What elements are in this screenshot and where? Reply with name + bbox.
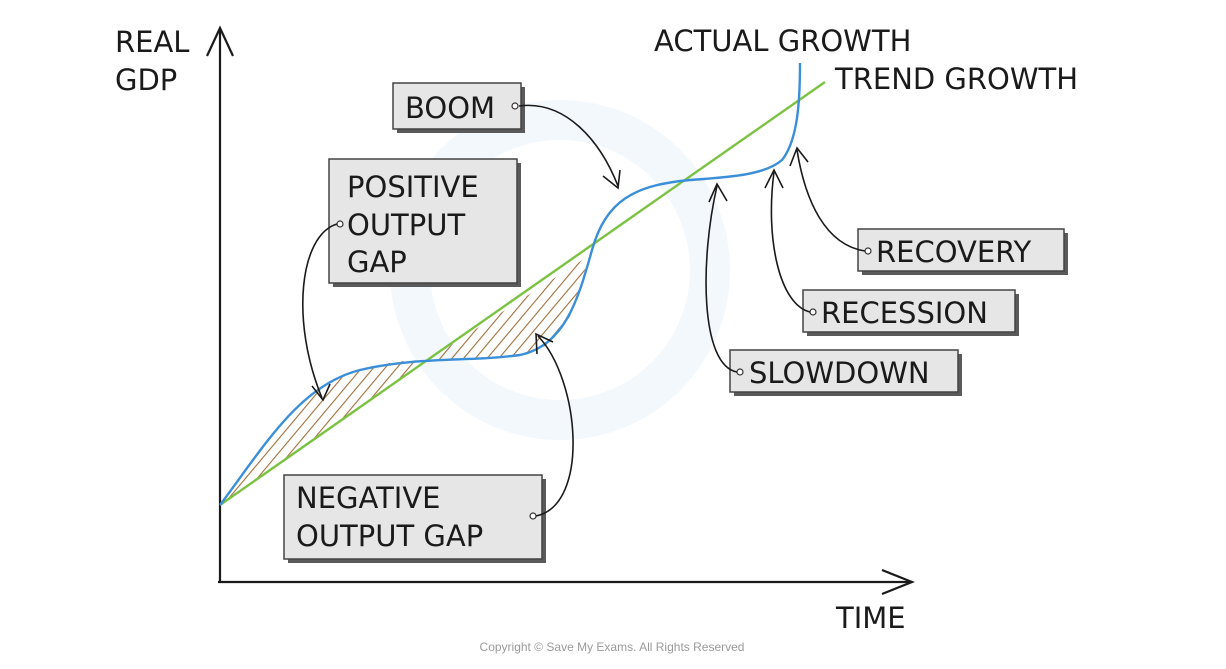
arrow-recession-head — [764, 168, 784, 189]
trend-growth-line — [219, 81, 826, 506]
negative-output-gap-area — [428, 255, 590, 360]
tag-slowdown-label: SLOWDOWN — [749, 356, 930, 390]
tag-recession-label: RECESSION — [821, 296, 988, 330]
tag-negative-line1: NEGATIVE — [296, 481, 441, 515]
copyright-text: Copyright © Save My Exams. All Rights Re… — [480, 640, 745, 654]
arrow-negative-gap-head — [535, 332, 554, 355]
actual-growth-label: ACTUAL GROWTH — [654, 24, 911, 58]
tag-negative-output-gap: NEGATIVE OUTPUT GAP — [283, 474, 546, 563]
arrow-recession — [770, 171, 811, 313]
y-axis-label-line2: GDP — [115, 63, 177, 97]
tag-slowdown: SLOWDOWN — [729, 349, 962, 396]
arrow-recovery — [796, 149, 866, 252]
x-axis — [218, 568, 915, 596]
arrow-negative-gap — [535, 335, 574, 517]
tag-positive-output-gap: POSITIVE OUTPUT GAP — [328, 158, 521, 287]
x-axis-label: TIME — [835, 601, 906, 635]
tag-recession: RECESSION — [802, 289, 1019, 336]
trend-growth-label: TREND GROWTH — [834, 62, 1078, 96]
actual-growth-curve — [219, 62, 802, 506]
tag-boom: BOOM — [392, 82, 525, 133]
arrow-slowdown — [705, 185, 738, 373]
arrow-slowdown-head — [708, 182, 728, 203]
tag-recovery-label: RECOVERY — [876, 235, 1031, 269]
tag-positive-line1: POSITIVE — [347, 170, 479, 204]
tag-positive-line3: GAP — [347, 245, 407, 279]
tag-negative-line2: OUTPUT GAP — [296, 519, 483, 553]
y-axis — [206, 25, 234, 582]
tag-recovery: RECOVERY — [857, 228, 1068, 275]
arrow-boom-head — [602, 169, 621, 190]
arrow-positive-gap-head — [311, 383, 331, 402]
arrow-positive-gap — [302, 223, 338, 399]
arrow-recovery-head — [789, 146, 809, 167]
tag-boom-label: BOOM — [405, 91, 495, 125]
y-axis-label-line1: REAL — [115, 25, 189, 59]
arrow-boom — [518, 104, 619, 187]
tag-positive-line2: OUTPUT — [347, 208, 465, 242]
